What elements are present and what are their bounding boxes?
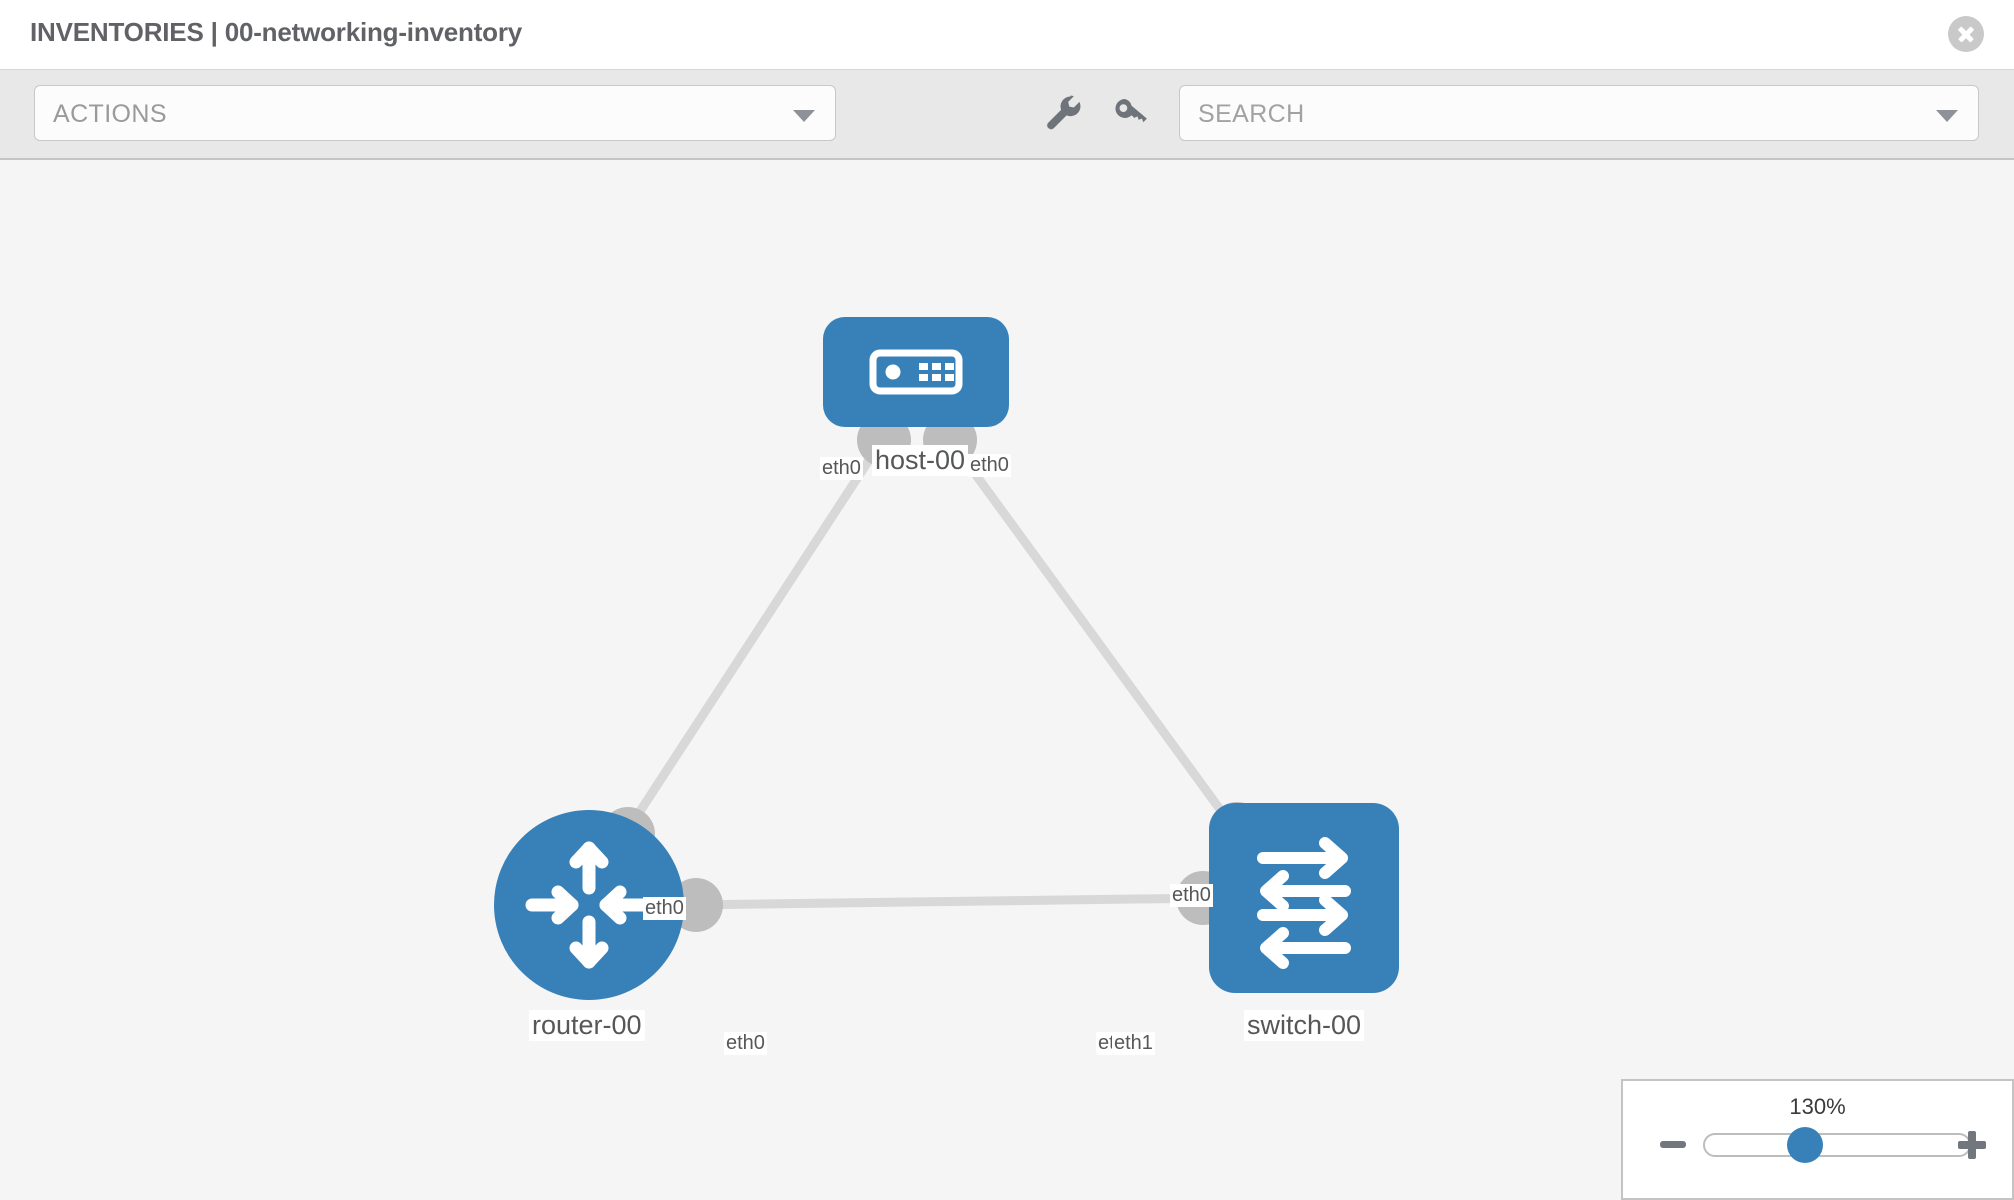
topology-node-host-00[interactable] (823, 317, 1009, 427)
topology-node-label-router-00: router-00 (529, 1010, 645, 1041)
edge-label-router-up: eth0 (643, 897, 686, 920)
actions-dropdown[interactable]: ACTIONS (34, 85, 836, 141)
wrench-icon[interactable] (1040, 90, 1086, 136)
edge-label-host-right: eth0 (968, 454, 1011, 477)
close-icon[interactable] (1948, 16, 1984, 52)
zoom-in-button[interactable] (1958, 1131, 1986, 1159)
actions-dropdown-label: ACTIONS (53, 100, 167, 128)
edge-label-switch-up: eth0 (1170, 884, 1213, 907)
edge-label-host-left: eth0 (820, 457, 863, 480)
edge-label-switch-left: eth1 (1112, 1032, 1155, 1055)
zoom-level-value: 130% (1789, 1094, 1846, 1119)
zoom-slider-thumb[interactable] (1787, 1127, 1823, 1163)
search-placeholder: SEARCH (1198, 100, 1305, 128)
edge-label-router-right: eth0 (724, 1032, 767, 1055)
zoom-out-button[interactable] (1660, 1141, 1686, 1148)
router-four-arrows-icon (525, 841, 653, 969)
page-title: INVENTORIES | 00-networking-inventory (30, 17, 523, 47)
chevron-down-icon (793, 110, 815, 122)
topology-node-label-host-00: host-00 (872, 445, 969, 476)
topology-node-label-switch-00: switch-00 (1244, 1010, 1365, 1041)
title-bar: INVENTORIES | 00-networking-inventory (0, 0, 2014, 70)
chevron-down-icon[interactable] (1936, 110, 1958, 122)
search-input[interactable]: SEARCH (1179, 85, 1979, 141)
server-rack-icon (869, 349, 963, 395)
topology-node-switch-00[interactable] (1209, 803, 1399, 993)
key-icon[interactable] (1108, 90, 1154, 136)
zoom-control-panel: 130% (1621, 1079, 2014, 1200)
zoom-slider-track[interactable] (1703, 1133, 1971, 1157)
topology-canvas[interactable]: host-00 eth0 eth0 router-00 eth0 eth0 (0, 162, 2014, 1200)
switch-bidirectional-arrows-icon (1257, 837, 1351, 969)
